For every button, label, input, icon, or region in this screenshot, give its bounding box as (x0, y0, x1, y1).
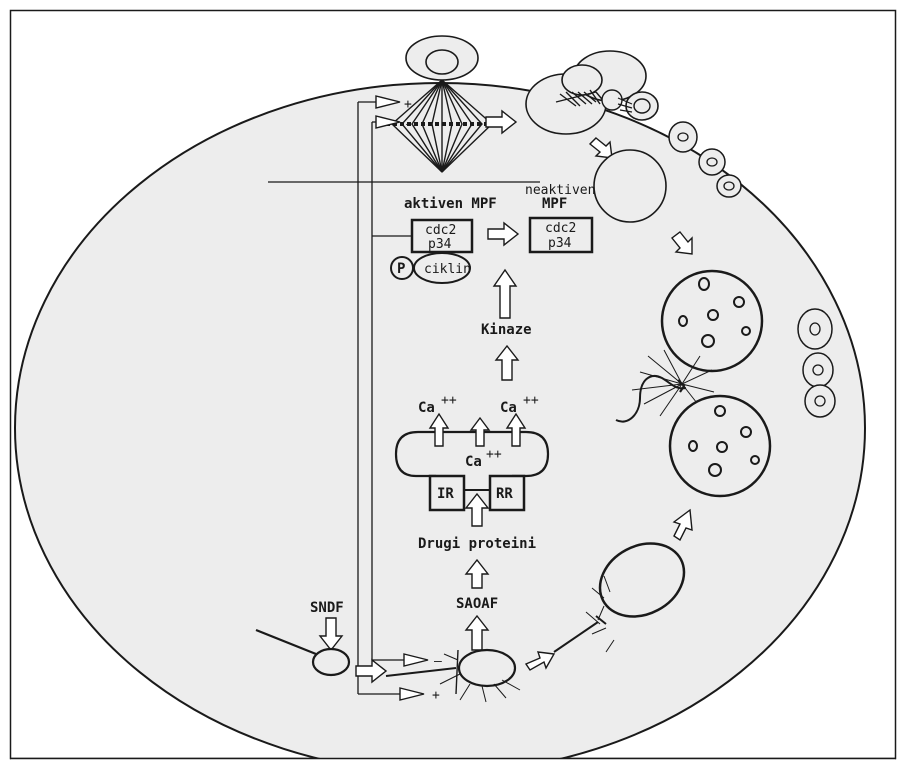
triangle-arrow-minus-bottom (403, 653, 429, 667)
neaktiven-label: neaktiven (525, 183, 595, 198)
arrow-to-migration (524, 651, 556, 671)
ca-center-charge: ++ (486, 447, 502, 462)
cdc2-right: cdc2 (545, 221, 576, 236)
ciklin-ellipse (413, 252, 471, 284)
rr-label: RR (496, 486, 513, 502)
inactive-mpf-label: MPF (542, 196, 567, 212)
arrow-saoaf-up (464, 558, 490, 589)
ca-arrow-right (505, 412, 527, 447)
centriole (677, 379, 686, 393)
outer-polar-bodies-top (668, 121, 742, 198)
ca-arrow-left (428, 412, 450, 447)
arrow-sperm-to-site (355, 658, 388, 684)
sperm-tail (255, 628, 317, 656)
outer-polar-bodies-right (797, 308, 836, 418)
arrow-proteins-up (464, 492, 490, 527)
meiotic-spindle (386, 79, 498, 173)
arrow-to-pronucleus (588, 137, 613, 159)
ca-right-label: Ca (500, 400, 517, 416)
triangle-arrow-plus-top (375, 95, 401, 109)
phosphate-label: P (397, 261, 405, 277)
ca-arrow-middle (469, 416, 491, 447)
cdc2-left: cdc2 (425, 223, 456, 238)
lower-pronucleus (668, 394, 772, 498)
calcium-store (394, 430, 550, 478)
saoaf-label: SAOAF (456, 596, 498, 612)
migration-trail (553, 621, 599, 653)
ciklin-label: ciklin (424, 262, 471, 277)
p34-right: p34 (548, 236, 572, 251)
arrow-to-fusion (672, 508, 693, 542)
rr-box (488, 474, 526, 512)
ca-center-label: Ca (465, 454, 482, 470)
ca-right-charge: ++ (523, 393, 539, 408)
plus-sign-bottom: + (432, 688, 440, 703)
inactive-mpf-box (528, 216, 594, 254)
second-polar-body (601, 89, 659, 121)
upper-pronucleus (660, 269, 764, 373)
frame-bottom-mask (11, 758, 895, 769)
left-control-lines (268, 101, 540, 695)
p34-left: p34 (428, 237, 452, 252)
sndf-label: SNDF (310, 600, 344, 616)
sperm-head (311, 647, 351, 677)
arrow-to-pronuclei (671, 231, 693, 255)
triangle-arrow-minus-top (375, 115, 401, 129)
ca-left-label: Ca (418, 400, 435, 416)
aktiven-mpf-label: aktiven MPF (404, 196, 497, 212)
triangle-arrow-plus-bottom (399, 687, 425, 701)
ir-box (428, 474, 466, 512)
plus-sign-top: + (404, 97, 412, 112)
polar-body-extrusion (525, 50, 647, 135)
sperm-flagellum (615, 375, 687, 423)
fertilization-site (385, 648, 521, 703)
arrow-sndf-down (318, 617, 344, 652)
minus-sign-top: - (404, 117, 412, 132)
arrow-ca-to-kinaze (494, 344, 520, 381)
female-pronucleus (593, 149, 667, 223)
arrow-active-to-inactive (487, 221, 520, 247)
kinaze-label: Kinaze (481, 322, 532, 338)
ca-left-charge: ++ (441, 393, 457, 408)
drugi-proteini-label: Drugi proteini (418, 536, 536, 552)
arrow-kinaze-up (492, 268, 518, 319)
top-polar-body (405, 35, 479, 81)
ir-label: IR (437, 486, 454, 502)
arrow-spindle-to-polar (485, 109, 518, 135)
arrow-sperm-up (464, 614, 490, 651)
minus-sign-bottom: – (434, 654, 442, 669)
migrating-pronucleus (585, 542, 686, 653)
